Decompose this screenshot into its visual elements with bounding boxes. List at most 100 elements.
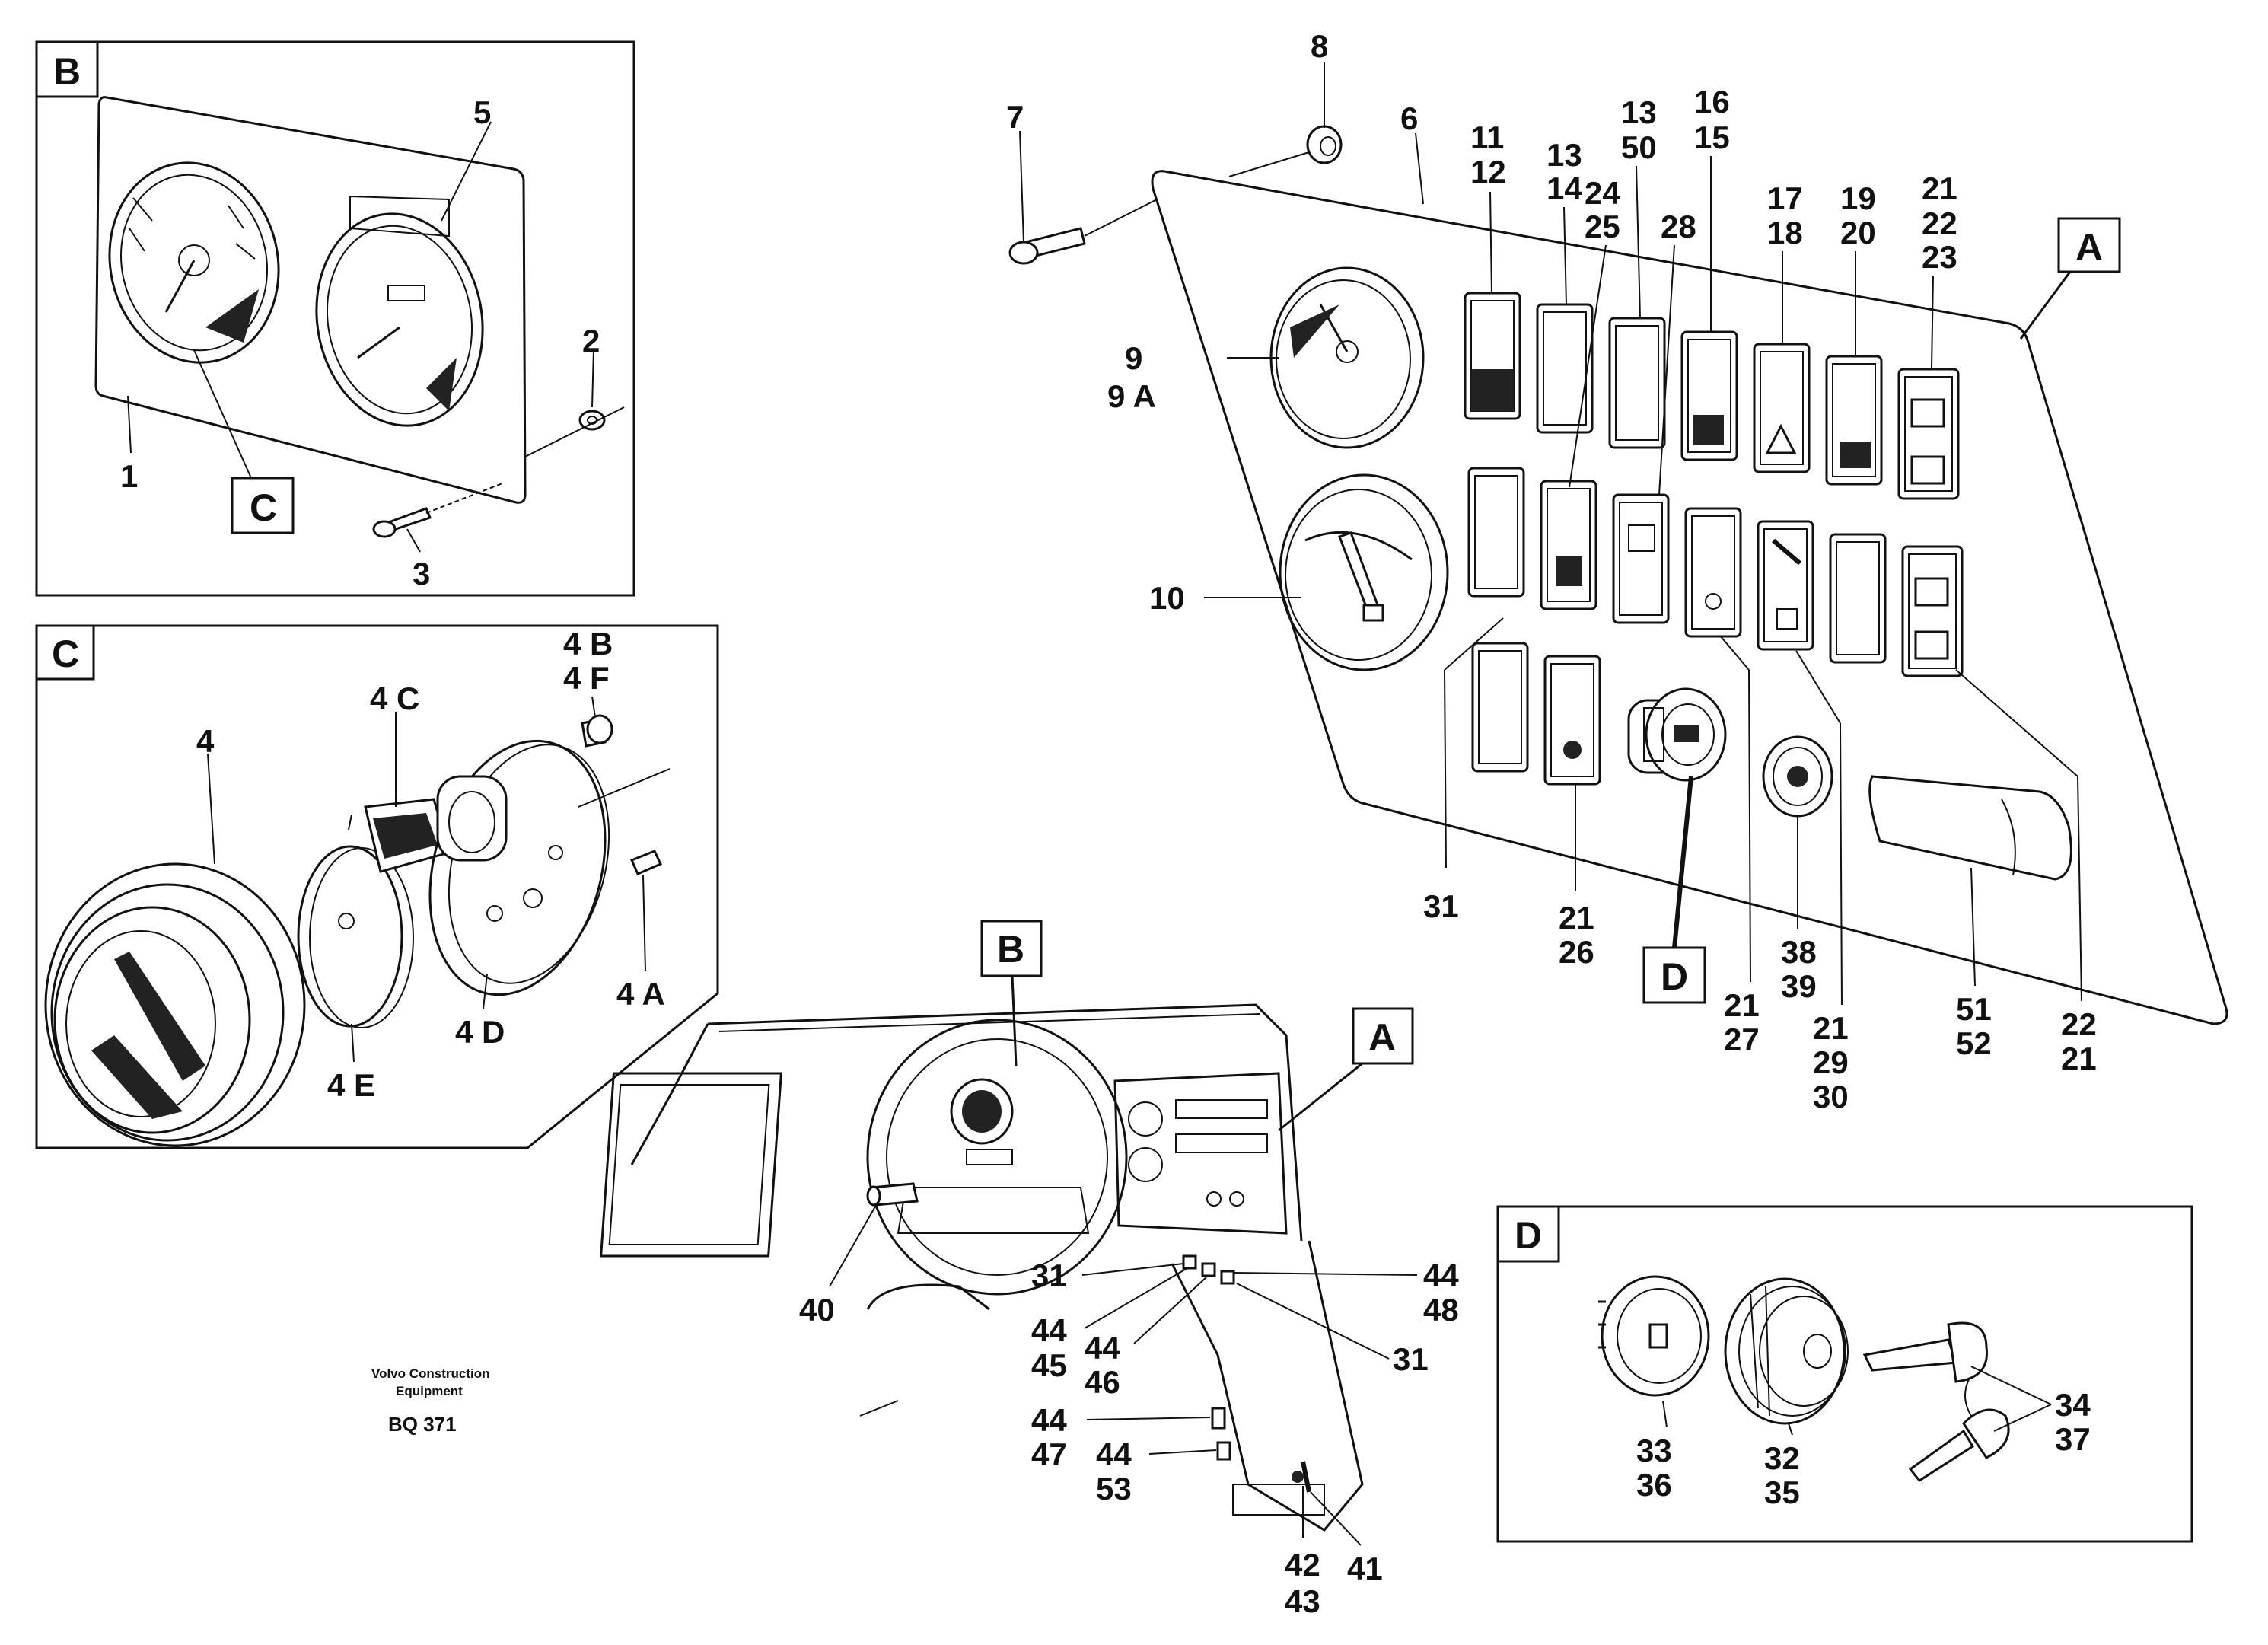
switch-16	[1680, 330, 1738, 461]
label-48: 48	[1423, 1292, 1459, 1328]
switch-28	[1612, 493, 1670, 624]
label-22b: 22	[2061, 1006, 2097, 1042]
label-45: 45	[1031, 1347, 1067, 1383]
tachometer-gauge	[108, 161, 280, 364]
publisher-line-2: Equipment	[396, 1384, 463, 1398]
label-4f: 4 F	[563, 660, 610, 696]
section-d-callout-label: D	[1661, 955, 1688, 998]
switch-22-21	[1901, 545, 1964, 677]
label-17: 17	[1767, 180, 1803, 216]
cab-overview: B A 40 31 44 48 44 45 31 44 46 44 47 44 …	[600, 920, 1459, 1619]
section-a-label: A	[2075, 226, 2103, 269]
label-53: 53	[1096, 1471, 1132, 1506]
label-1: 1	[120, 458, 138, 494]
label-21d: 21	[1813, 1010, 1849, 1046]
lamp-51	[1868, 775, 2072, 881]
nut-8	[1228, 125, 1343, 177]
keys-34	[1862, 1321, 2010, 1482]
label-6: 6	[1400, 100, 1418, 136]
section-a-callout-label: A	[1368, 1016, 1396, 1059]
section-d-label: D	[1515, 1214, 1542, 1257]
label-4e: 4 E	[327, 1067, 375, 1103]
label-50: 50	[1621, 129, 1657, 165]
publisher-line-1: Volvo Construction	[371, 1366, 490, 1381]
switch-21-row1	[1897, 368, 1960, 500]
mounting-plate	[94, 96, 527, 504]
label-27: 27	[1724, 1022, 1760, 1057]
label-21b: 21	[1559, 900, 1594, 936]
label-41: 41	[1347, 1551, 1383, 1586]
label-4a: 4 A	[616, 976, 665, 1012]
switch-21-29	[1757, 520, 1814, 651]
section-b-callout-label: B	[997, 928, 1024, 971]
label-16: 16	[1694, 84, 1730, 120]
label-36: 36	[1636, 1467, 1672, 1503]
socket-38	[1762, 735, 1833, 818]
switch-blank-row3	[1471, 642, 1529, 773]
section-a-callout	[1352, 1007, 1414, 1065]
label-29: 29	[1813, 1044, 1849, 1080]
label-24: 24	[1585, 175, 1620, 211]
label-30: 30	[1813, 1079, 1849, 1114]
publisher-note: Volvo Construction Equipment BQ 371	[371, 1366, 490, 1436]
label-9: 9	[1125, 340, 1142, 376]
panel-d-ignition-switch: D 33 36 32 35 34 37	[1496, 1205, 2193, 1543]
label-4c: 4 C	[370, 681, 419, 716]
label-44b: 44	[1031, 1312, 1067, 1348]
speedometer-gauge	[315, 195, 484, 427]
switch-44-53	[1216, 1441, 1231, 1461]
label-42: 42	[1285, 1547, 1320, 1583]
drawing-code: BQ 371	[388, 1413, 457, 1436]
switch-21-27	[1684, 507, 1742, 638]
label-4d: 4 D	[455, 1014, 505, 1050]
switch-31	[1467, 467, 1525, 598]
lock-cylinder-32	[1724, 1277, 1849, 1425]
label-10: 10	[1149, 580, 1185, 616]
label-28: 28	[1661, 209, 1696, 244]
lever-40	[866, 1182, 919, 1207]
label-14: 14	[1547, 171, 1582, 206]
label-44a: 44	[1423, 1258, 1459, 1293]
label-11: 11	[1470, 120, 1504, 155]
label-2: 2	[582, 323, 600, 359]
section-c-callout-label: C	[250, 486, 277, 529]
switch-11	[1464, 292, 1521, 420]
movement-4d	[428, 739, 671, 996]
switch-row-3	[1471, 642, 1601, 786]
label-47: 47	[1031, 1436, 1067, 1472]
gauge-housing-4	[44, 862, 306, 1147]
label-40: 40	[799, 1292, 835, 1328]
switch-44-48	[1220, 1270, 1235, 1285]
label-52: 52	[1956, 1025, 1992, 1061]
label-21a: 21	[1922, 171, 1957, 206]
section-d-callout	[1642, 946, 1706, 1004]
label-19: 19	[1840, 180, 1876, 216]
switch-44-46	[1201, 1262, 1216, 1277]
section-tag-c	[35, 624, 95, 681]
label-13b: 13	[1621, 94, 1657, 130]
label-7: 7	[1006, 99, 1024, 135]
label-23: 23	[1922, 239, 1957, 275]
connector-4a	[629, 850, 663, 875]
switch-13-50	[1608, 317, 1666, 449]
switch-row-2	[1467, 467, 1964, 677]
panel-a-switch-panel: A	[1006, 28, 2228, 1114]
label-37: 37	[2055, 1421, 2091, 1457]
label-32: 32	[1764, 1440, 1800, 1476]
switch-row-1	[1464, 292, 1960, 500]
section-tag-a	[2057, 217, 2121, 273]
lock-housing-33	[1598, 1275, 1710, 1397]
label-35: 35	[1764, 1474, 1800, 1510]
label-31b: 31	[1031, 1258, 1067, 1293]
label-34: 34	[2055, 1387, 2091, 1423]
label-44e: 44	[1096, 1436, 1132, 1472]
section-c-callout	[231, 477, 295, 534]
label-21e: 21	[2061, 1041, 2097, 1076]
label-39: 39	[1781, 968, 1817, 1004]
bulb-4b	[581, 714, 613, 748]
switch-21-26	[1543, 655, 1601, 786]
label-26: 26	[1559, 934, 1594, 970]
switch-13	[1536, 303, 1594, 434]
label-18: 18	[1767, 215, 1803, 250]
label-31a: 31	[1423, 888, 1459, 924]
